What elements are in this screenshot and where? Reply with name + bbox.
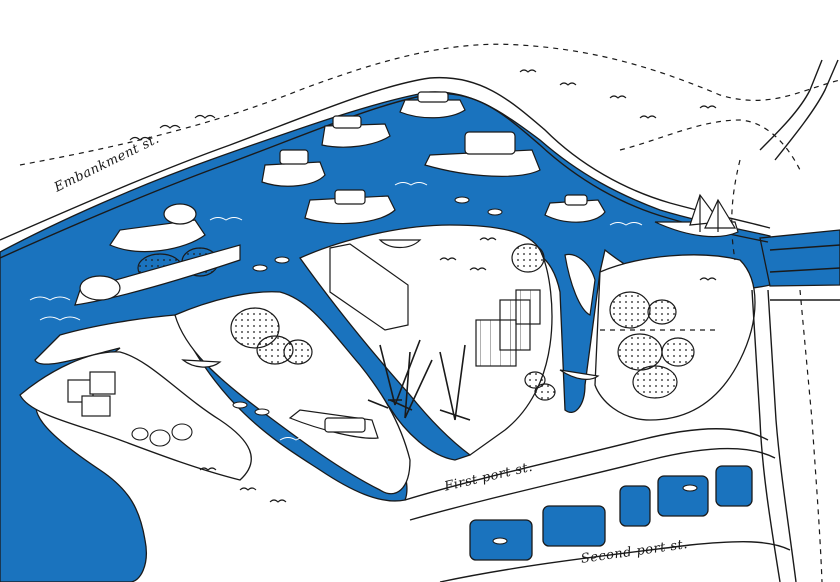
canal-blocks <box>469 465 753 561</box>
birds <box>129 69 717 503</box>
water-ripples <box>29 182 643 441</box>
sailboat <box>689 193 737 232</box>
roads <box>0 59 840 582</box>
fish <box>232 196 698 545</box>
east-pier <box>594 254 756 421</box>
dashed-paths <box>19 43 840 582</box>
cranes <box>367 339 471 421</box>
ships <box>74 91 739 439</box>
buildings <box>67 243 541 417</box>
barrels <box>131 423 193 447</box>
